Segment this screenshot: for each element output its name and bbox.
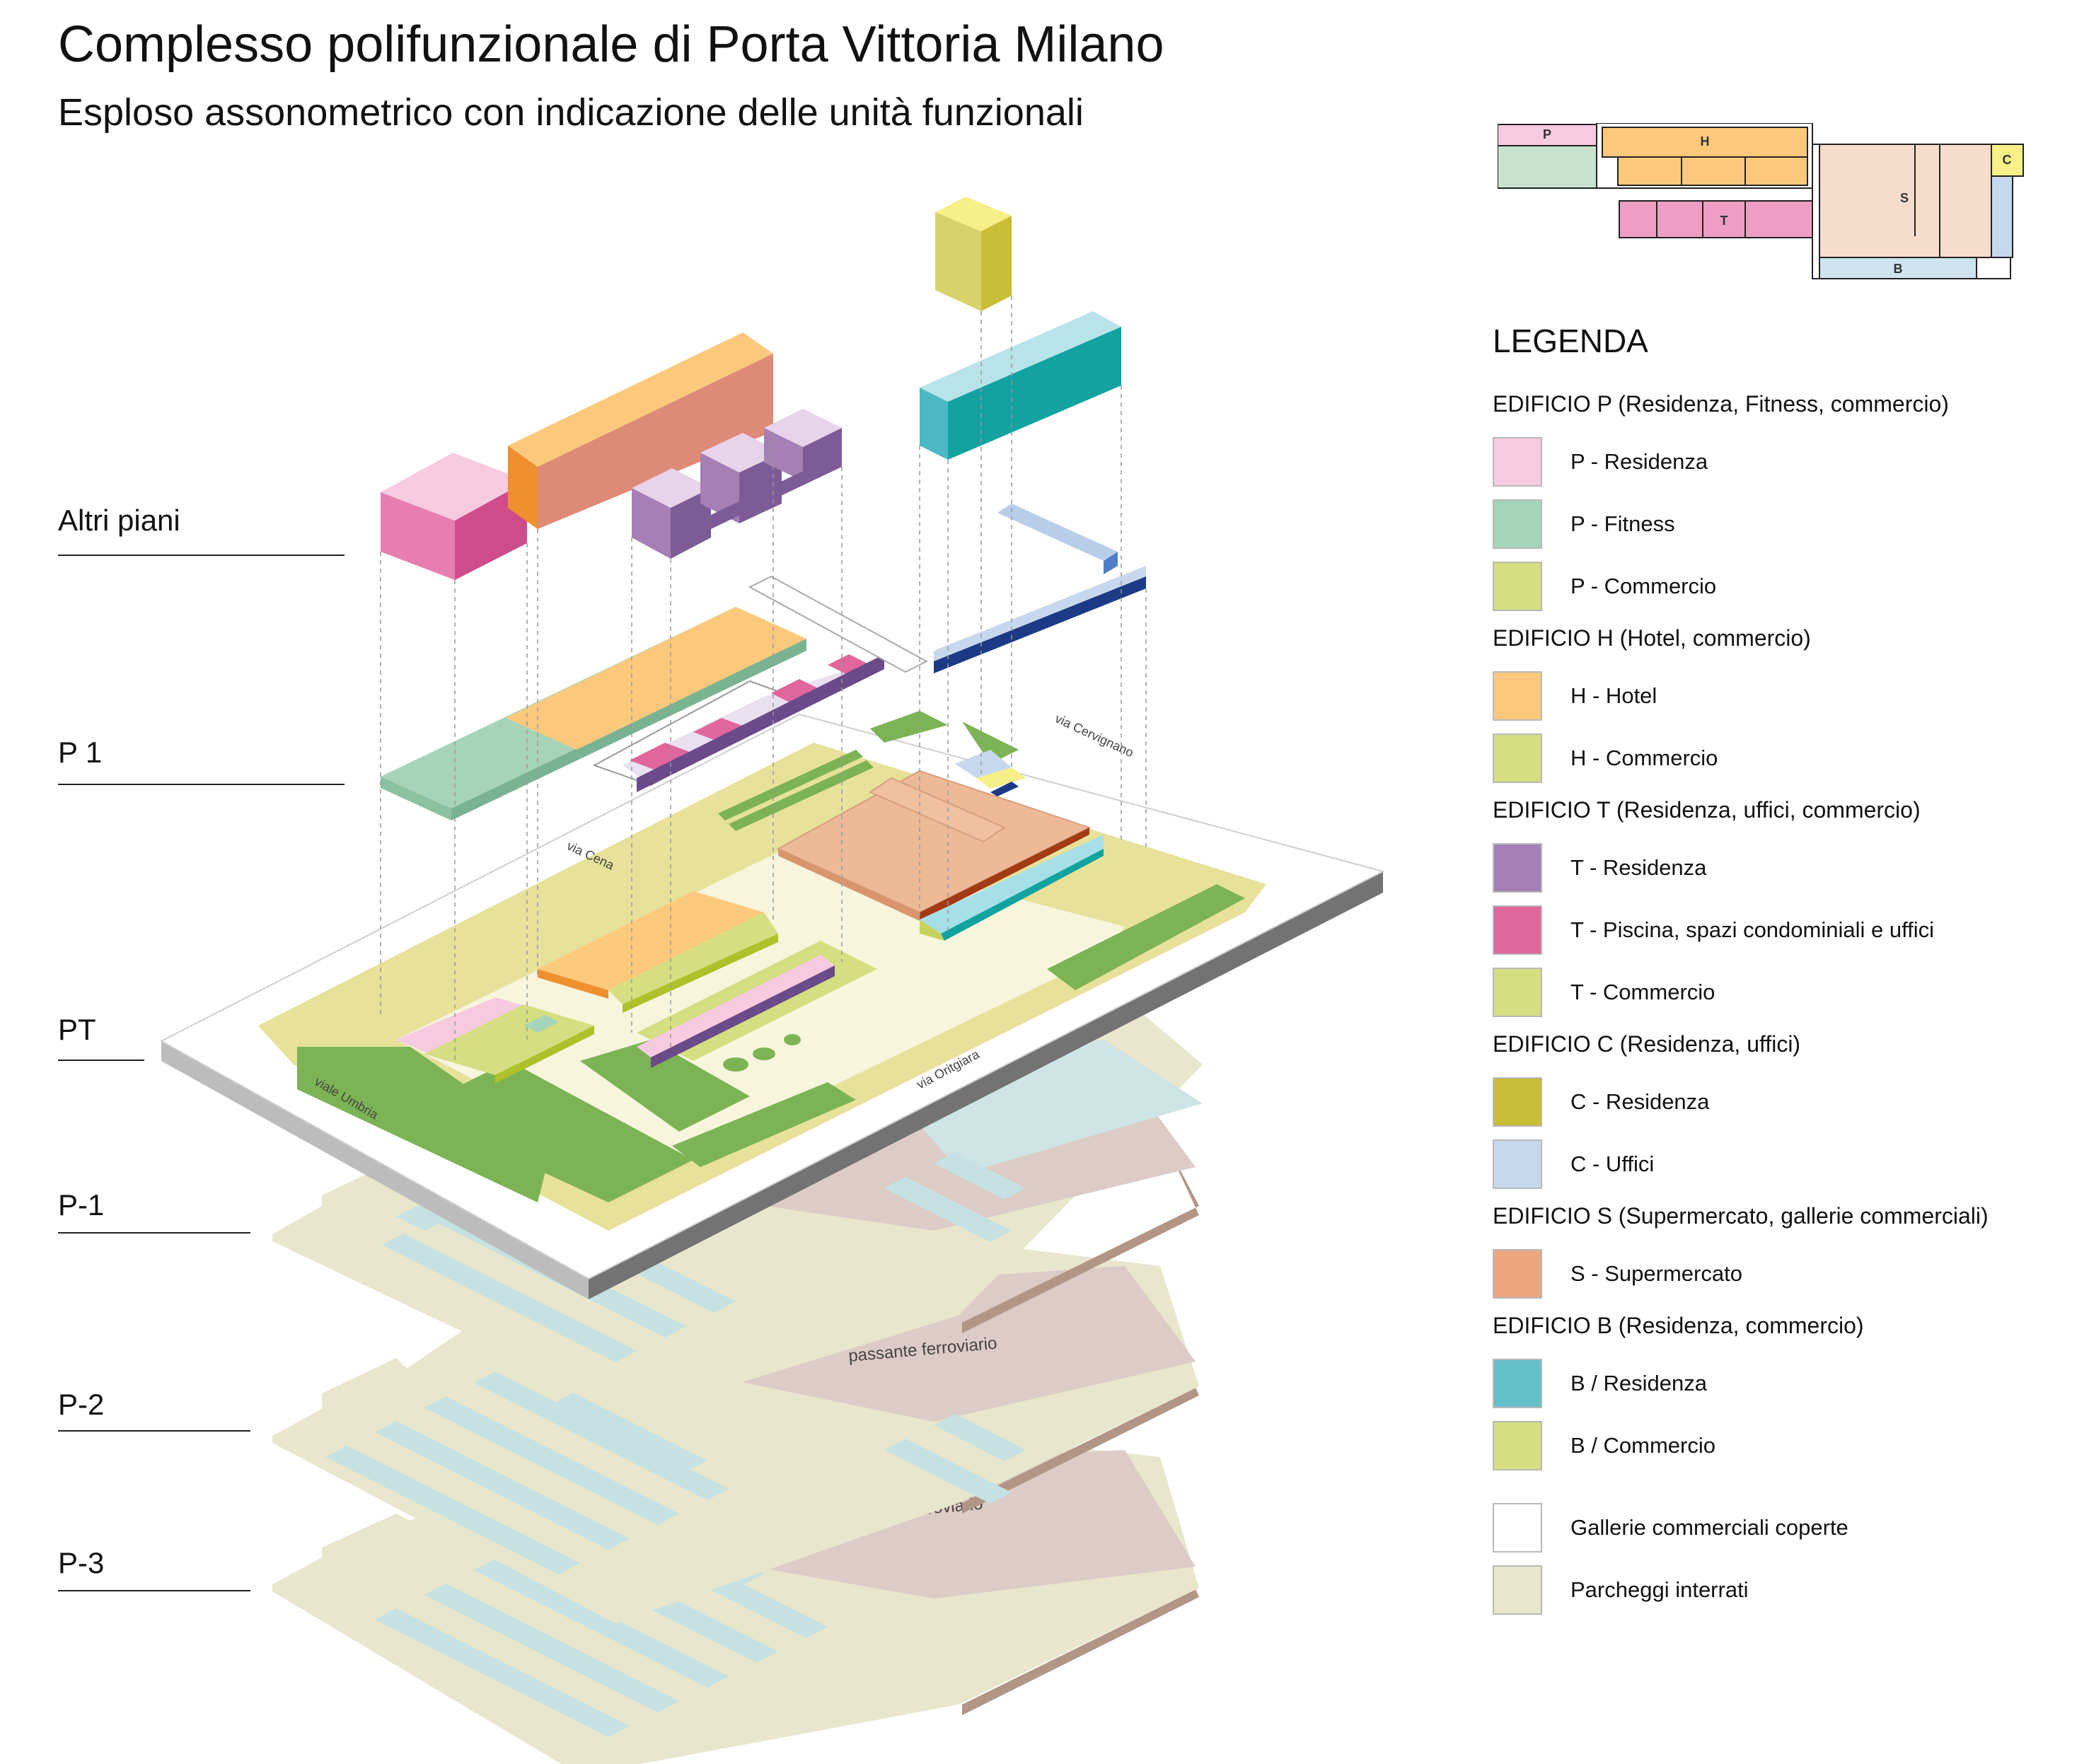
floor-label-p-2: P-2: [58, 1388, 105, 1421]
legend-swatch: [1493, 499, 1542, 549]
legend-group-title: EDIFICIO C (Residenza, uffici): [1493, 1031, 1801, 1057]
legend-item-label: B / Commercio: [1570, 1433, 1715, 1458]
key-label-s: S: [1900, 191, 1909, 205]
legend-swatch: [1493, 905, 1542, 955]
floor-label-altri-piani: Altri piani: [58, 504, 180, 537]
legend-group-title: EDIFICIO B (Residenza, commercio): [1493, 1313, 1864, 1338]
legend-group-p: EDIFICIO P (Residenza, Fitness, commerci…: [1493, 391, 2073, 613]
floor-label-p1: P 1: [58, 736, 103, 769]
legend-swatch: [1493, 968, 1542, 1017]
legend-item-label: P - Residenza: [1570, 449, 1708, 474]
legend-swatch: [1493, 1421, 1542, 1470]
legend-title: LEGENDA: [1493, 323, 1648, 359]
floor-rule: [58, 1590, 250, 1591]
alignment-lines: [380, 296, 1147, 1061]
floor-label-p-1: P-1: [58, 1188, 105, 1222]
legend-group-title: EDIFICIO S (Supermercato, gallerie comme…: [1493, 1203, 1989, 1229]
legend-item-label: T - Piscina, spazi condominiali e uffici: [1570, 917, 1935, 942]
legend-item: C - Uffici: [1493, 1138, 2073, 1190]
legend-item: P - Residenza: [1493, 436, 2073, 488]
legend-group-h: EDIFICIO H (Hotel, commercio) H - Hotel …: [1493, 625, 2073, 784]
floor-rule: [58, 1430, 250, 1432]
legend-item-label: H - Commercio: [1570, 745, 1718, 770]
floor-label-pt: PT: [58, 1013, 96, 1046]
legend-group-c: EDIFICIO C (Residenza, uffici) C - Resid…: [1493, 1031, 2073, 1190]
legend-swatch: [1493, 1077, 1542, 1127]
legend-item: T - Commercio: [1493, 966, 2073, 1019]
legend-swatch: [1493, 733, 1542, 783]
page-subtitle: Esploso assonometrico con indicazione de…: [58, 91, 1084, 134]
legend-group-s: EDIFICIO S (Supermercato, gallerie comme…: [1493, 1203, 2073, 1300]
legend-item-label: B / Residenza: [1570, 1371, 1707, 1395]
legend-group-title: EDIFICIO P (Residenza, Fitness, commerci…: [1493, 391, 1949, 417]
floor-label-p-3: P-3: [58, 1546, 105, 1579]
legend-item: Parcheggi interrati: [1493, 1564, 2073, 1616]
legend-item: T - Residenza: [1493, 842, 2073, 894]
key-plan: P H T S C B: [1498, 123, 2024, 279]
legend-item: H - Hotel: [1493, 670, 2073, 722]
level-pt: viale Umbria via Cena via Oritgiara via …: [159, 711, 1385, 1299]
legend-item: Gallerie commerciali coperte: [1493, 1502, 2073, 1554]
legend-item-label: P - Fitness: [1570, 511, 1675, 536]
legend-swatch: [1493, 437, 1542, 487]
legend-item: T - Piscina, spazi condominiali e uffici: [1493, 904, 2073, 956]
legend-item-label: C - Residenza: [1570, 1089, 1710, 1114]
legend-item: H - Commercio: [1493, 732, 2073, 784]
legend-item-label: S - Supermercato: [1570, 1261, 1742, 1286]
key-label-h: H: [1701, 134, 1710, 149]
level-p1: [381, 504, 1146, 820]
floor-rule: [58, 784, 345, 785]
legend-item-label: C - Uffici: [1570, 1151, 1655, 1176]
legend-item-label: T - Commercio: [1570, 980, 1715, 1004]
legend-item-label: T - Residenza: [1570, 855, 1707, 880]
key-label-p: P: [1543, 127, 1551, 141]
street-via-cervignano: via Cervignano: [1053, 711, 1135, 760]
level-altri-piani: [381, 197, 1121, 580]
legend-swatch: [1493, 562, 1542, 611]
legend-swatch: [1493, 1139, 1542, 1189]
legend-swatch: [1493, 1503, 1542, 1553]
floor-rule: [58, 1060, 144, 1061]
legend-swatch: [1493, 671, 1542, 721]
legend-extras: Gallerie commerciali coperte Parcheggi i…: [1493, 1502, 2073, 1616]
floor-rule: [58, 555, 345, 556]
legend-item: P - Commercio: [1493, 560, 2073, 613]
key-label-b: B: [1894, 262, 1903, 276]
legend-item: S - Supermercato: [1493, 1248, 2073, 1300]
key-label-c: C: [2003, 153, 2012, 167]
key-label-t: T: [1720, 214, 1728, 228]
page-title: Complesso polifunzionale di Porta Vittor…: [58, 16, 1164, 73]
legend-group-t: EDIFICIO T (Residenza, uffici, commercio…: [1493, 797, 2073, 1019]
legend-item-label: H - Hotel: [1570, 683, 1657, 708]
legend-item-label: P - Commercio: [1570, 574, 1717, 598]
legend-swatch: [1493, 843, 1542, 893]
legend-group-title: EDIFICIO H (Hotel, commercio): [1493, 625, 1811, 651]
legend-swatch: [1493, 1359, 1542, 1408]
legend-swatch: [1493, 1249, 1542, 1299]
legend-item: P - Fitness: [1493, 498, 2073, 550]
legend: LEGENDA EDIFICIO P (Residenza, Fitness, …: [1493, 322, 2073, 1626]
floor-rule: [58, 1232, 250, 1234]
legend-swatch: [1493, 1565, 1542, 1615]
legend-group-b: EDIFICIO B (Residenza, commercio) B / Re…: [1493, 1313, 2073, 1472]
legend-item-label: Gallerie commerciali coperte: [1570, 1515, 1848, 1540]
legend-item: B / Commercio: [1493, 1420, 2073, 1472]
legend-item: B / Residenza: [1493, 1357, 2073, 1410]
legend-item: C - Residenza: [1493, 1076, 2073, 1128]
legend-item-label: Parcheggi interrati: [1570, 1577, 1749, 1602]
legend-group-title: EDIFICIO T (Residenza, uffici, commercio…: [1493, 797, 1921, 823]
